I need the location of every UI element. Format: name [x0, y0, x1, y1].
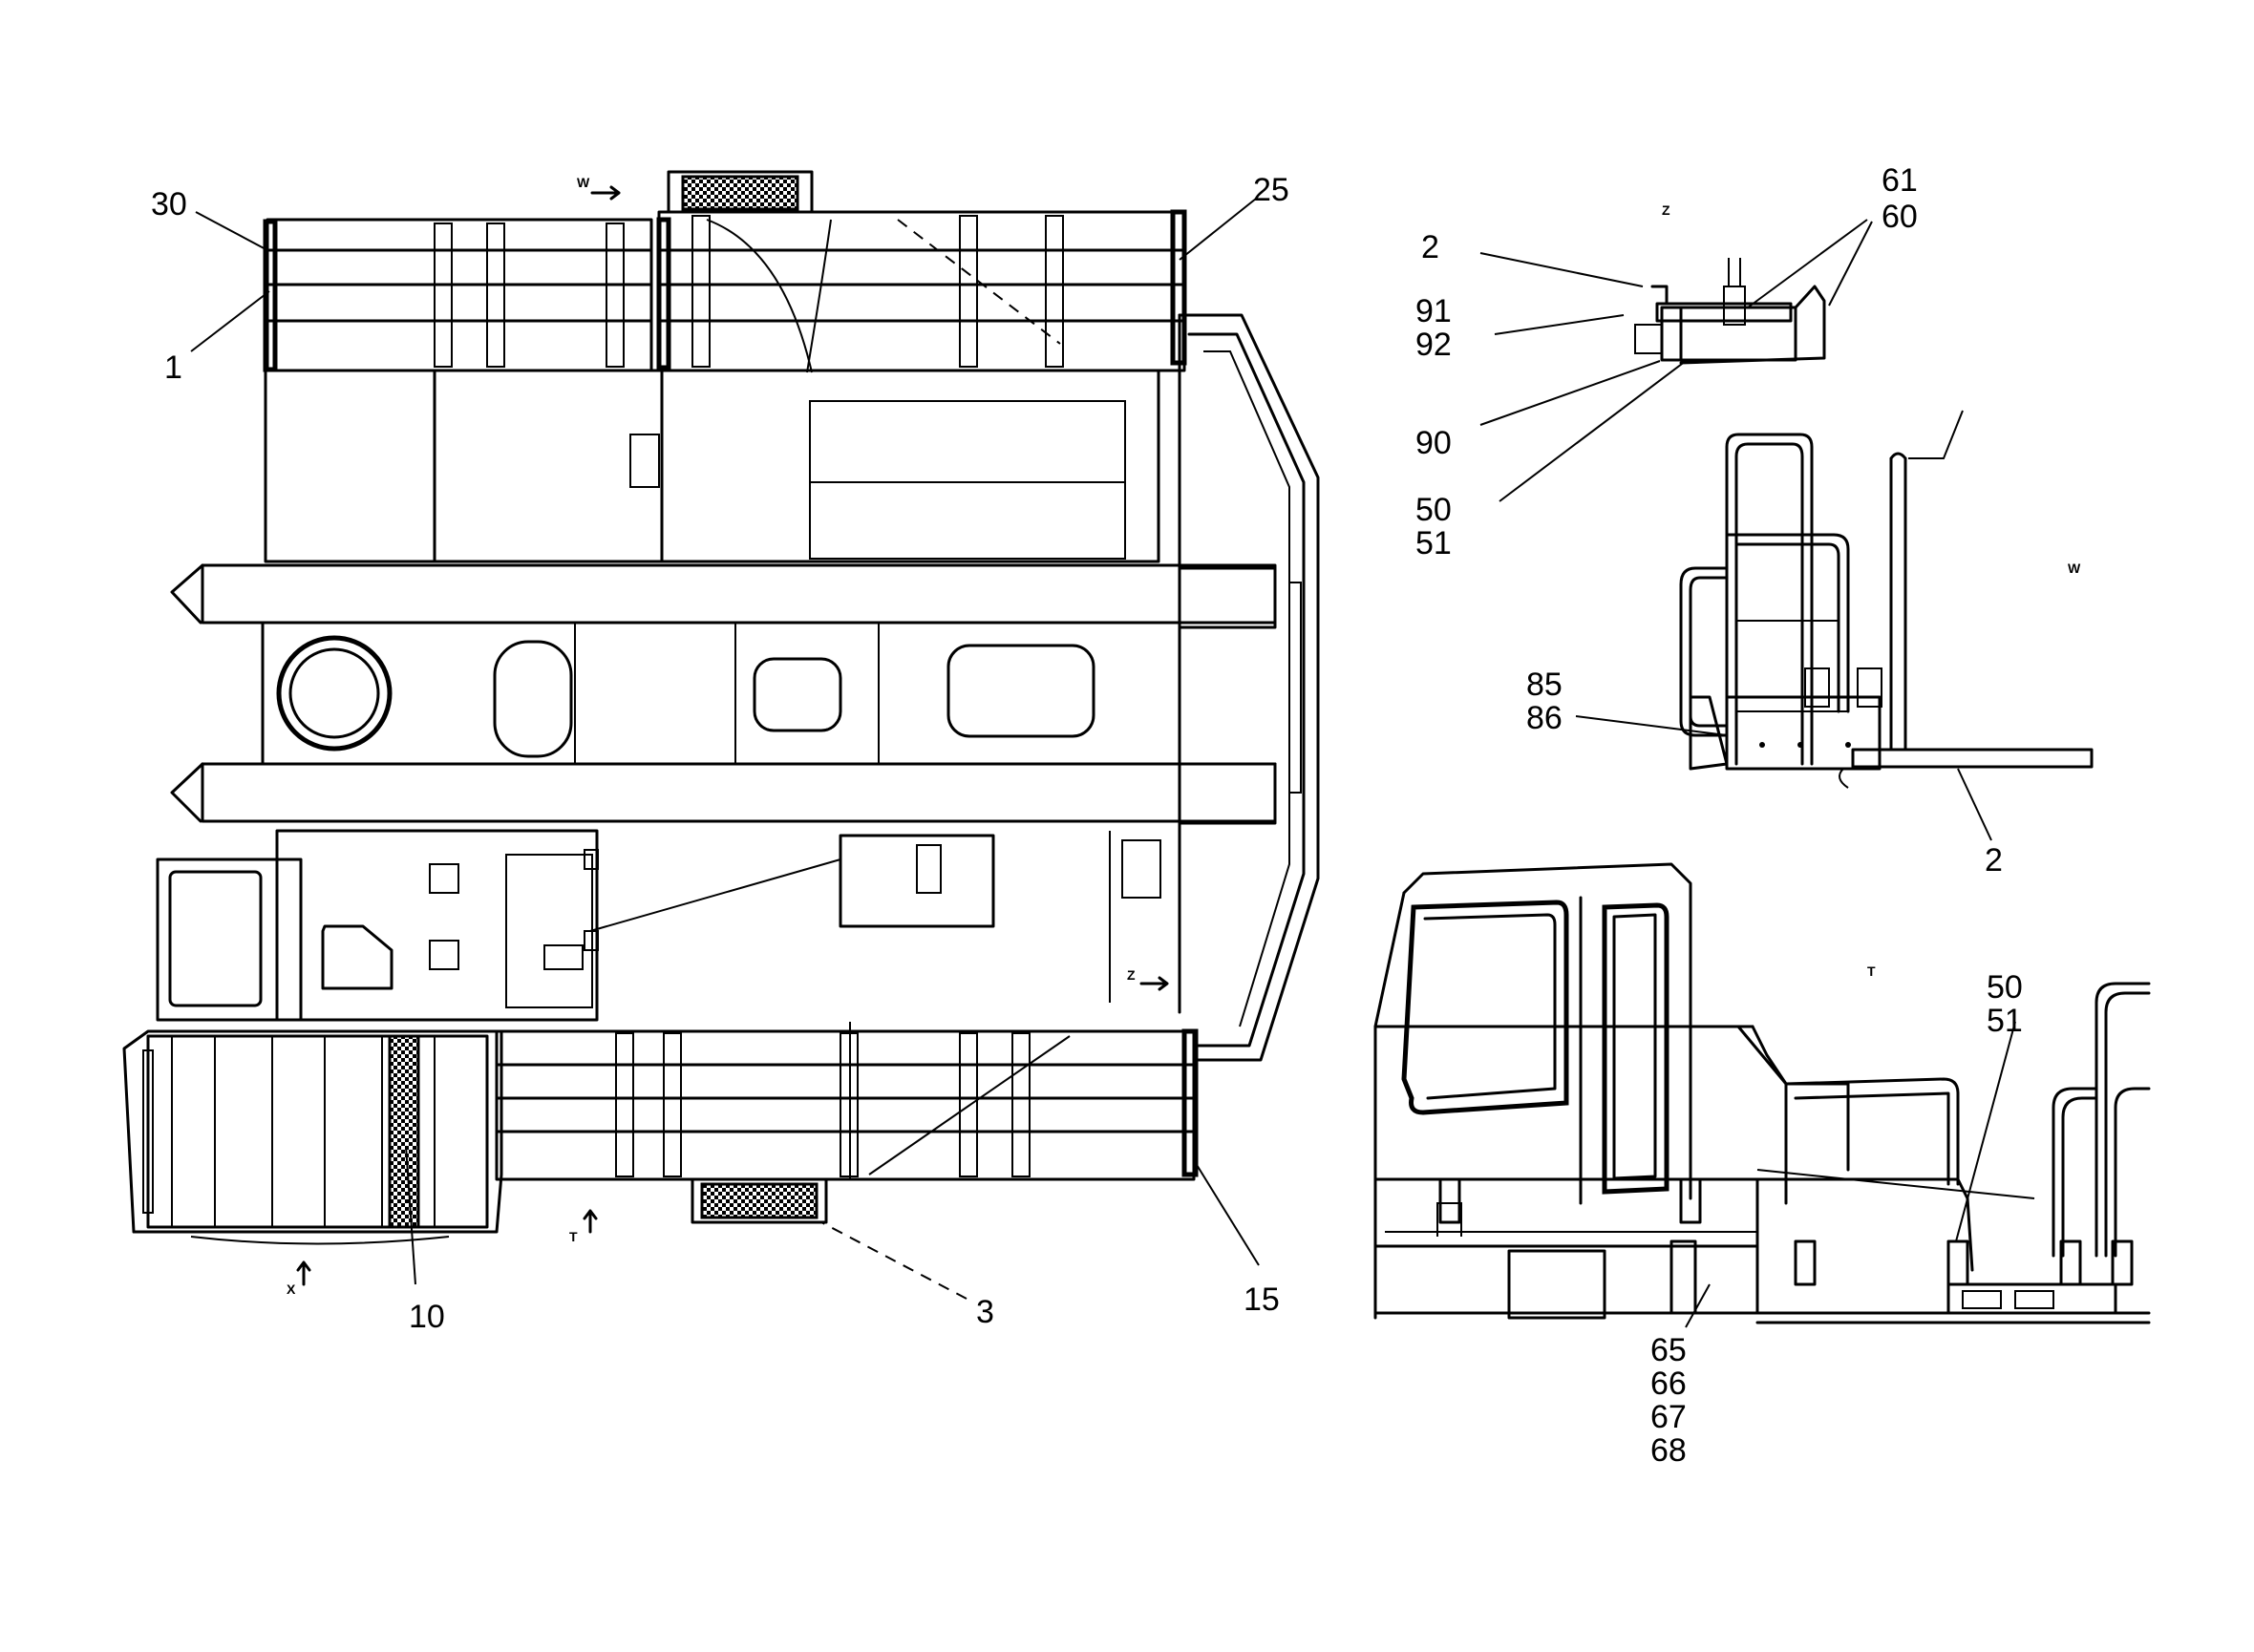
- callout-51-top: 51: [1415, 525, 1452, 561]
- view-label-t-detail: T: [1867, 964, 1876, 979]
- callout-91: 91: [1415, 293, 1452, 329]
- engine-compartment: [264, 313, 1181, 1014]
- callout-90: 90: [1415, 425, 1452, 461]
- callout-30: 30: [151, 186, 187, 222]
- callout-66: 66: [1650, 1366, 1687, 1402]
- view-label-z-detail: Z: [1662, 202, 1670, 218]
- clamp: [1438, 1177, 1461, 1224]
- callout-2-mid: 2: [1985, 842, 2003, 879]
- view-label-x: X: [287, 1281, 296, 1297]
- callout-67: 67: [1650, 1399, 1687, 1435]
- detail-view-w: W 85 86 2: [1526, 410, 2094, 879]
- view-label-w: W: [577, 175, 590, 190]
- upper-frame: [170, 563, 1277, 825]
- counterweight-inner: [1187, 332, 1306, 1048]
- callout-86: 86: [1526, 700, 1563, 736]
- callout-15: 15: [1244, 1281, 1280, 1318]
- counterweight-outline: [1178, 313, 1320, 1062]
- view-label-z: Z: [1127, 967, 1136, 983]
- callout-68: 68: [1650, 1432, 1687, 1469]
- callout-65: 65: [1650, 1332, 1687, 1368]
- callout-92: 92: [1415, 327, 1452, 363]
- callout-1: 1: [164, 349, 182, 386]
- lower-walkway: [122, 1022, 1199, 1245]
- main-plan-view: W Z T X 30 1 25 10 3 15: [122, 170, 1320, 1335]
- callout-50-top: 50: [1415, 492, 1452, 528]
- callout-2-top: 2: [1421, 229, 1439, 265]
- callout-51-bottom: 51: [1987, 1003, 2023, 1039]
- upper-walkway: [263, 170, 1187, 373]
- callout-25: 25: [1253, 172, 1289, 208]
- detail-view-t: T: [1373, 862, 2151, 1469]
- callout-85: 85: [1526, 667, 1563, 703]
- callout-10: 10: [409, 1299, 445, 1335]
- lower-compartment: [156, 829, 1180, 1022]
- callout-3: 3: [976, 1294, 994, 1330]
- callout-60: 60: [1882, 199, 1918, 235]
- detail-view-z: Z 61 60 2 91 92 90 50 51: [1415, 162, 1918, 561]
- view-label-w-detail: W: [2068, 561, 2081, 576]
- view-label-t: T: [569, 1229, 578, 1244]
- callout-50-bottom: 50: [1987, 969, 2023, 1006]
- callout-61: 61: [1882, 162, 1918, 199]
